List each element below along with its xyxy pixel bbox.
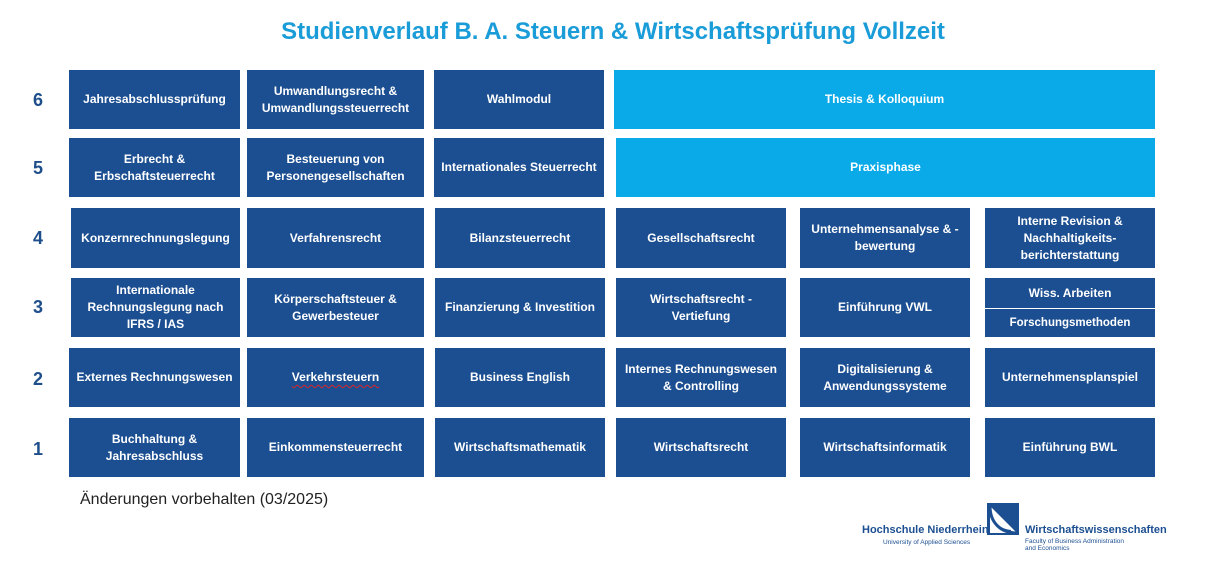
module-wirtschaftsmathematik: Wirtschaftsmathematik	[435, 418, 605, 477]
module-wirtschaftsrecht-vertiefung: Wirtschaftsrecht - Vertiefung	[616, 278, 786, 337]
page-title: Studienverlauf B. A. Steuern & Wirtschaf…	[281, 18, 945, 45]
module-umwandlungsrecht: Umwandlungsrecht & Umwandlungssteuerrech…	[247, 70, 424, 129]
module-koerperschaftsteuer: Körperschaftsteuer & Gewerbesteuer	[247, 278, 424, 337]
module-wahlmodul: Wahlmodul	[434, 70, 604, 129]
logo-right-main: Wirtschaftswissenschaften	[1025, 524, 1167, 536]
module-erbrecht: Erbrecht & Erbschaftsteuerrecht	[69, 138, 240, 197]
footnote: Änderungen vorbehalten (03/2025)	[80, 491, 329, 508]
module-konzernrechnungslegung: Konzernrechnungslegung	[71, 208, 240, 268]
module-unternehmensanalyse: Unternehmensanalyse & -bewertung	[800, 208, 970, 268]
semester-label-2: 2	[32, 369, 43, 389]
module-internes-rechnungswesen: Internes Rechnungswesen & Controlling	[616, 348, 786, 407]
semester-label-1: 1	[32, 439, 43, 459]
module-bilanzsteuerrecht: Bilanzsteuerrecht	[435, 208, 605, 268]
module-wirtschaftsinformatik: Wirtschaftsinformatik	[800, 418, 970, 477]
cell-divider	[985, 308, 1155, 309]
logo-left-sub: University of Applied Sciences	[883, 539, 971, 546]
module-externes-rechnungswesen: Externes Rechnungswesen	[69, 348, 240, 407]
module-einfuehrung-bwl: Einführung BWL	[985, 418, 1155, 477]
logo-left-main: Hochschule Niederrhein	[862, 524, 989, 536]
semester-label-3: 3	[32, 297, 43, 317]
module-digitalisierung: Digitalisierung & Anwendungssysteme	[800, 348, 970, 407]
module-internationales-steuerrecht: Internationales Steuerrecht	[434, 138, 604, 197]
module-interne-revision: Interne Revision & Nachhaltigkeits-beric…	[985, 208, 1155, 268]
module-verkehrsteuern: Verkehrsteuern	[247, 348, 424, 407]
module-thesis-kolloquium: Thesis & Kolloquium	[614, 70, 1155, 129]
module-buchhaltung: Buchhaltung & Jahresabschluss	[69, 418, 240, 477]
module-finanzierung-investition: Finanzierung & Investition	[435, 278, 605, 337]
semester-label-6: 6	[32, 90, 43, 110]
logo-mark-icon	[987, 503, 1019, 535]
module-einfuehrung-vwl: Einführung VWL	[800, 278, 970, 337]
module-unternehmensplanspiel: Unternehmensplanspiel	[985, 348, 1155, 407]
module-besteuerung-personengesellschaften: Besteuerung von Personengesellschaften	[247, 138, 424, 197]
module-verfahrensrecht: Verfahrensrecht	[247, 208, 424, 268]
module-einkommensteuerrecht: Einkommensteuerrecht	[247, 418, 424, 477]
logo-right-sub2: and Economics	[1025, 545, 1070, 552]
module-jahresabschlusspruefung: Jahresabschlussprüfung	[69, 70, 240, 129]
module-business-english: Business English	[435, 348, 605, 407]
module-wirtschaftsrecht: Wirtschaftsrecht	[616, 418, 786, 477]
module-wiss-arbeiten: Wiss. Arbeiten	[985, 278, 1155, 308]
logo-right-sub1: Faculty of Business Administration	[1025, 538, 1124, 545]
module-praxisphase: Praxisphase	[616, 138, 1155, 197]
semester-label-4: 4	[32, 228, 43, 248]
semester-label-5: 5	[32, 158, 43, 178]
module-forschungsmethoden: Forschungsmethoden	[985, 309, 1155, 337]
module-gesellschaftsrecht: Gesellschaftsrecht	[616, 208, 786, 268]
module-internationale-rechnungslegung: Internationale Rechnungslegung nach IFRS…	[71, 278, 240, 337]
